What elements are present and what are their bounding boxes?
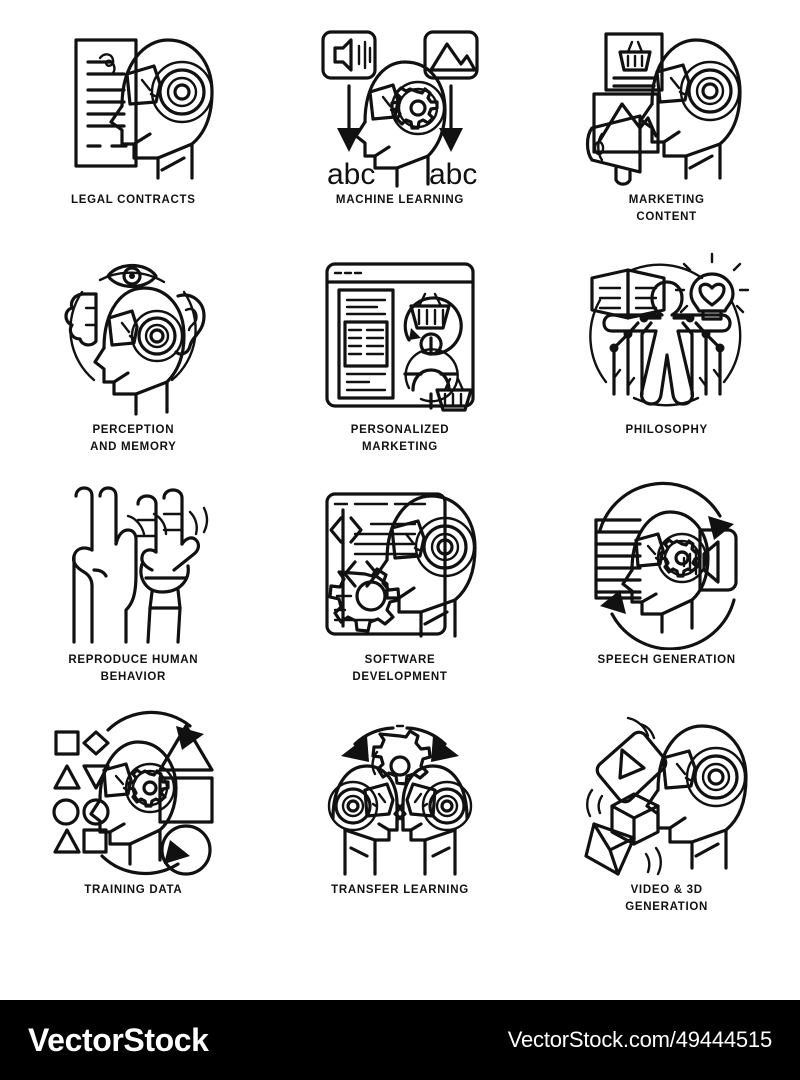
icon-cell-marketing-content[interactable]: MARKETING CONTENT	[533, 18, 800, 248]
abc-text-right: abc	[429, 158, 477, 190]
down-arrow-left-icon	[336, 84, 361, 152]
robot-head-icon	[374, 494, 477, 638]
abc-text-left: abc	[327, 158, 375, 190]
transfer-arrows-icon	[340, 724, 459, 762]
transfer-learning-artwork	[305, 708, 495, 880]
machine-learning-artwork: abc abc	[305, 18, 495, 190]
open-book-icon	[590, 268, 666, 320]
image-frame-icon	[592, 92, 660, 154]
robot-head-icon	[109, 38, 214, 180]
robot-head-icon	[645, 724, 748, 870]
gear-icon	[371, 729, 432, 786]
icon-label: MACHINE LEARNING	[335, 194, 465, 206]
icon-cell-perception-and-memory[interactable]: PERCEPTION AND MEMORY	[0, 248, 267, 478]
megaphone-icon	[585, 114, 642, 186]
eye-icon	[106, 263, 158, 289]
robot-head-gear-icon	[354, 60, 447, 188]
circular-arrows-icon	[598, 481, 736, 650]
marketing-content-artwork	[572, 18, 762, 190]
icon-label: PERCEPTION AND MEMORY	[90, 424, 177, 453]
robot-head-right-icon	[393, 764, 473, 876]
brain-icon	[64, 292, 98, 347]
icon-label: MARKETING CONTENT	[628, 194, 705, 223]
icon-label: PERSONALIZED MARKETING	[350, 424, 450, 453]
icon-cell-reproduce-human-behavior[interactable]: REPRODUCE HUMAN BEHAVIOR	[0, 478, 267, 708]
pyramid-icon	[584, 822, 662, 876]
perception-and-memory-artwork	[38, 248, 228, 420]
icon-cell-machine-learning[interactable]: abc abc	[267, 18, 534, 248]
icon-cell-video-3d-generation[interactable]: VIDEO & 3D GENERATION	[533, 708, 800, 938]
icon-cell-transfer-learning[interactable]: TRANSFER LEARNING	[267, 708, 534, 938]
lightbulb-heart-icon	[674, 252, 749, 321]
personalized-marketing-artwork	[305, 248, 495, 420]
icon-grid: LEGAL CONTRACTS	[0, 18, 800, 938]
image-card-icon	[423, 30, 479, 80]
robot-head-left-icon	[327, 764, 407, 876]
video-3d-generation-artwork	[572, 708, 762, 880]
icon-label: REPRODUCE HUMAN BEHAVIOR	[68, 654, 199, 683]
icon-cell-philosophy[interactable]: PHILOSOPHY	[533, 248, 800, 478]
philosophy-artwork	[572, 248, 762, 420]
human-hand-peace-icon	[72, 486, 138, 644]
speaker-card-icon	[321, 30, 377, 80]
robot-head-icon	[93, 286, 186, 416]
gear-icon	[328, 567, 401, 633]
vectorstock-attribution: VectorStock.com/49444515	[507, 1027, 772, 1052]
icon-label: SPEECH GENERATION	[597, 654, 736, 666]
speech-generation-artwork	[572, 478, 762, 650]
icon-label: SOFTWARE DEVELOPMENT	[352, 654, 448, 683]
basket-circular-arrow-icon	[403, 292, 463, 356]
training-data-artwork	[38, 708, 228, 880]
vectorstock-logo: VectorStock	[28, 1021, 209, 1058]
circuit-lines-left-icon	[609, 313, 662, 396]
icon-cell-legal-contracts[interactable]: LEGAL CONTRACTS	[0, 18, 267, 248]
robot-head-gear-icon	[89, 740, 178, 866]
contract-document-icon	[74, 38, 138, 168]
icon-label: LEGAL CONTRACTS	[71, 194, 196, 206]
robot-hand-peace-icon	[127, 488, 209, 644]
icon-cell-personalized-marketing[interactable]: PERSONALIZED MARKETING	[267, 248, 534, 478]
document-panel-icon	[337, 288, 395, 400]
text-lines-icon	[594, 518, 642, 600]
down-arrow-right-icon	[438, 84, 463, 152]
play-card-icon	[595, 716, 667, 804]
icon-label: TRAINING DATA	[84, 884, 183, 896]
icon-cell-software-development[interactable]: SOFTWARE DEVELOPMENT	[267, 478, 534, 708]
icon-label: TRANSFER LEARNING	[331, 884, 469, 896]
vitruvian-figure-icon	[602, 280, 732, 406]
circuit-lines-right-icon	[672, 313, 725, 396]
icon-cell-speech-generation[interactable]: SPEECH GENERATION	[533, 478, 800, 708]
icon-sheet: LEGAL CONTRACTS	[0, 18, 800, 938]
legal-contracts-artwork	[38, 18, 228, 190]
cube-icon	[585, 788, 660, 846]
browser-window-icon	[325, 262, 475, 408]
icon-label: PHILOSOPHY	[625, 424, 708, 436]
watermark-footer: VectorStock VectorStock.com/49444515	[0, 1000, 800, 1080]
robot-head-gear-icon	[621, 510, 710, 634]
icon-label: VIDEO & 3D GENERATION	[625, 884, 709, 913]
software-development-artwork	[305, 478, 495, 650]
robot-head-icon	[639, 38, 742, 180]
target-user-icon	[403, 332, 473, 412]
basket-document-icon	[604, 32, 664, 92]
icon-cell-training-data[interactable]: TRAINING DATA	[0, 708, 267, 938]
circular-arrows-icon	[100, 710, 205, 875]
reproduce-human-behavior-artwork	[38, 478, 228, 650]
